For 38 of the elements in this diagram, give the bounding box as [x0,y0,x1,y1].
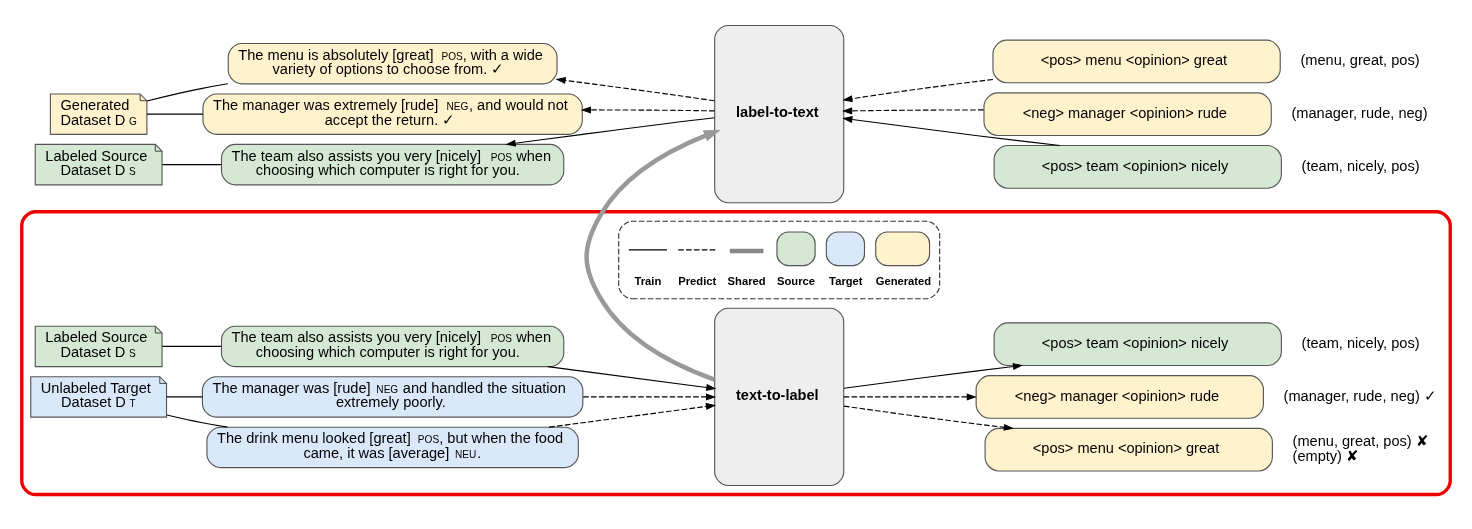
node-box: label-to-text [714,24,845,204]
arrow [843,363,1024,389]
arrow [843,405,1014,431]
node-label: (team, nicely, pos) [1301,157,1420,174]
node-box: The drink menu looked [great]POS, but when the food came, it was [average]NEU. [206,426,579,469]
legend-label: Train [634,274,662,287]
connector [161,164,222,166]
cluster [20,210,1452,497]
arrow [842,107,985,115]
connector [146,83,229,102]
node-box: The manager was [rude]NEG and handled the situation extremely poorly. [201,376,584,418]
node-label: (manager, rude, neg) ✓ [1283,387,1437,404]
legend-label: Generated [875,274,932,287]
connector [166,396,203,398]
node-box: The menu is absolutely [great]POS, with a wide variety of options to choose from. ✓ [227,42,558,85]
node-box: The team also assists you very [nicely]POS when choosing which computer is right for you. [220,325,565,368]
arrow [505,117,715,147]
node-label: (manager, rude, neg) [1291,104,1428,121]
connector [161,345,222,347]
node-box: text-to-label [714,307,845,487]
legend-label: Source [776,274,815,287]
arrow [582,393,717,401]
node-label: (empty) ✘ [1292,448,1360,465]
node-label: (team, nicely, pos) [1301,334,1420,351]
arrow [580,106,716,114]
arrow [842,78,994,103]
arrow [842,116,1061,147]
node-label: (menu, great, pos) ✘ [1292,432,1429,449]
legend-label: Target [829,274,863,287]
arrow [555,76,715,102]
arrow [843,393,977,401]
node-box: The manager was extremely [rude]NEG, and would not accept the return. ✓ [202,93,583,135]
node-label: (menu, great, pos) [1300,52,1420,69]
connector [146,113,204,115]
arrow [584,129,721,382]
node-box: The team also assists you very [nicely]POS when choosing which computer is right for you. [220,143,565,186]
legend-label: Predict [678,274,717,287]
legend-label: Shared [727,274,766,287]
